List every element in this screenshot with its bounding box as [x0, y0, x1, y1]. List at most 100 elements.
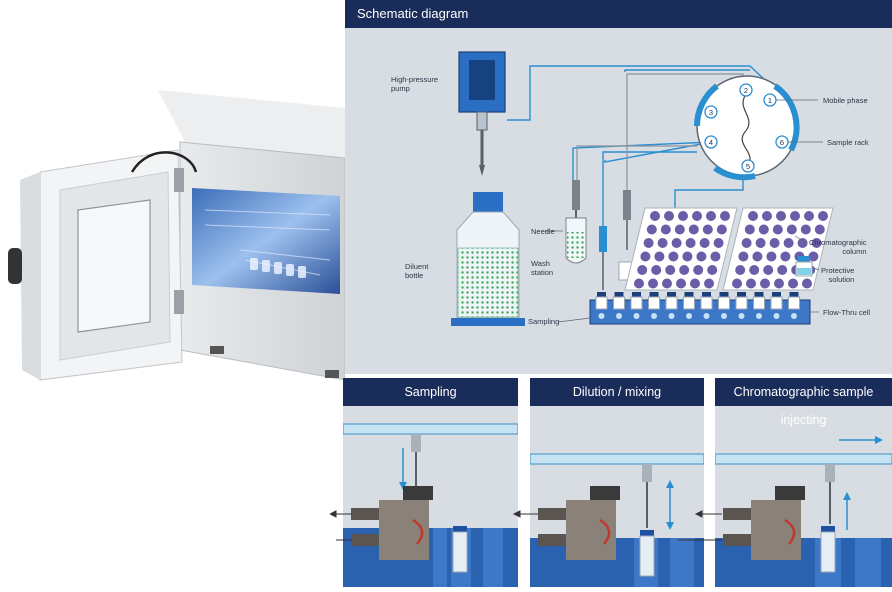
rack-vial [738, 251, 749, 262]
rack-vial [704, 278, 714, 289]
rack-vial [741, 238, 752, 248]
rack-vial [777, 265, 788, 275]
rack-vial [710, 251, 721, 262]
rack-vial [676, 278, 686, 289]
step-panel-dilution: Dilution / mixing [529, 378, 705, 587]
rack-vial [814, 224, 825, 235]
rack-vial [766, 251, 777, 262]
label-flow-cell: Flow-Thru cell [823, 308, 871, 317]
rack-vial [699, 238, 710, 248]
rack-vial [800, 224, 811, 235]
rack-vial [671, 238, 682, 248]
rack-vial [657, 238, 668, 248]
rack-vial [713, 238, 724, 248]
flow-cell-icon [589, 292, 811, 325]
step-panel-sampling: Sampling [342, 378, 519, 587]
flow-cell-vial [613, 292, 625, 319]
rack-vial [790, 211, 800, 221]
rack-vial [749, 265, 760, 275]
flow-cell-vial [648, 292, 660, 319]
flow-cell-vial [788, 292, 800, 319]
label-sample-rack: Sample rack [827, 138, 869, 147]
rack-vial [772, 224, 783, 235]
schematic-drawing: 1 2 3 4 5 6 [451, 51, 834, 326]
rack-vial [762, 211, 772, 221]
rack-vial [634, 278, 644, 289]
valve-port-1: 1 [768, 96, 772, 105]
rack-vial [808, 251, 819, 262]
schematic-title: Schematic diagram [345, 0, 892, 28]
rack-vial [679, 265, 690, 275]
rack-vial [744, 224, 755, 235]
step-title: Chromatographic sample injecting [715, 378, 892, 427]
rack-vial [702, 224, 713, 235]
rack-vial [646, 224, 657, 235]
valve-port-2: 2 [744, 86, 748, 95]
rack-vial [674, 224, 685, 235]
rack-vial [818, 211, 828, 221]
rack-vial [804, 211, 814, 221]
flow-cell-vial [753, 292, 765, 319]
panel-connectors [330, 510, 722, 541]
valve-port-4: 4 [709, 138, 713, 147]
rack-vial [692, 211, 702, 221]
flow-cell-vial [665, 292, 678, 319]
rack-vial [648, 278, 658, 289]
rack-vial [640, 251, 651, 262]
rack-vial [776, 211, 786, 221]
flow-cell-vial [770, 292, 783, 319]
rack-vial [643, 238, 654, 248]
rack-vial [780, 251, 791, 262]
schematic-panel: Schematic diagram [345, 0, 892, 374]
rack-vial [716, 224, 727, 235]
rack-vial [682, 251, 693, 262]
rack-vial [706, 211, 716, 221]
valve-port-5: 5 [746, 162, 750, 171]
valve-port-3: 3 [709, 108, 713, 117]
sample-rack-icon [624, 207, 834, 291]
rack-vial [696, 251, 707, 262]
rack-vial [811, 238, 822, 248]
rack-vial [755, 238, 766, 248]
rack-vial [637, 265, 648, 275]
rack-vial [746, 278, 756, 289]
rack-vial [693, 265, 704, 275]
label-mobile-phase: Mobile phase [823, 96, 868, 105]
rack-vial [752, 251, 763, 262]
instrument-photo [0, 80, 346, 400]
rack-vial [763, 265, 774, 275]
rack-vial [797, 238, 808, 248]
rack-vial [769, 238, 780, 248]
rack-vial [802, 278, 812, 289]
flow-cell-vial [700, 292, 713, 319]
injection-valve-icon [694, 75, 800, 181]
pump-icon [458, 51, 506, 176]
wash-station-icon [565, 217, 587, 264]
rack-vial [651, 265, 662, 275]
rack-vial [735, 265, 746, 275]
rack-vial [758, 224, 769, 235]
flow-cell-vial [735, 292, 748, 319]
valve-port-6: 6 [780, 138, 784, 147]
diluent-bottle-icon [451, 192, 525, 326]
rack-vial [720, 211, 730, 221]
rack-vial [685, 238, 696, 248]
rack-vial [760, 278, 770, 289]
dilution-illustration [529, 453, 705, 587]
rack-vial [678, 211, 688, 221]
label-needle: Needle [531, 227, 555, 236]
rack-vial [654, 251, 665, 262]
rack-vial [732, 278, 742, 289]
rack-vial [783, 238, 794, 248]
flow-cell-vial [630, 292, 643, 319]
step-title: Dilution / mixing [530, 378, 704, 406]
rack-vial [786, 224, 797, 235]
rack-vial [707, 265, 718, 275]
step-title: Sampling [343, 378, 518, 406]
label-sampling: Sampling [528, 317, 560, 326]
